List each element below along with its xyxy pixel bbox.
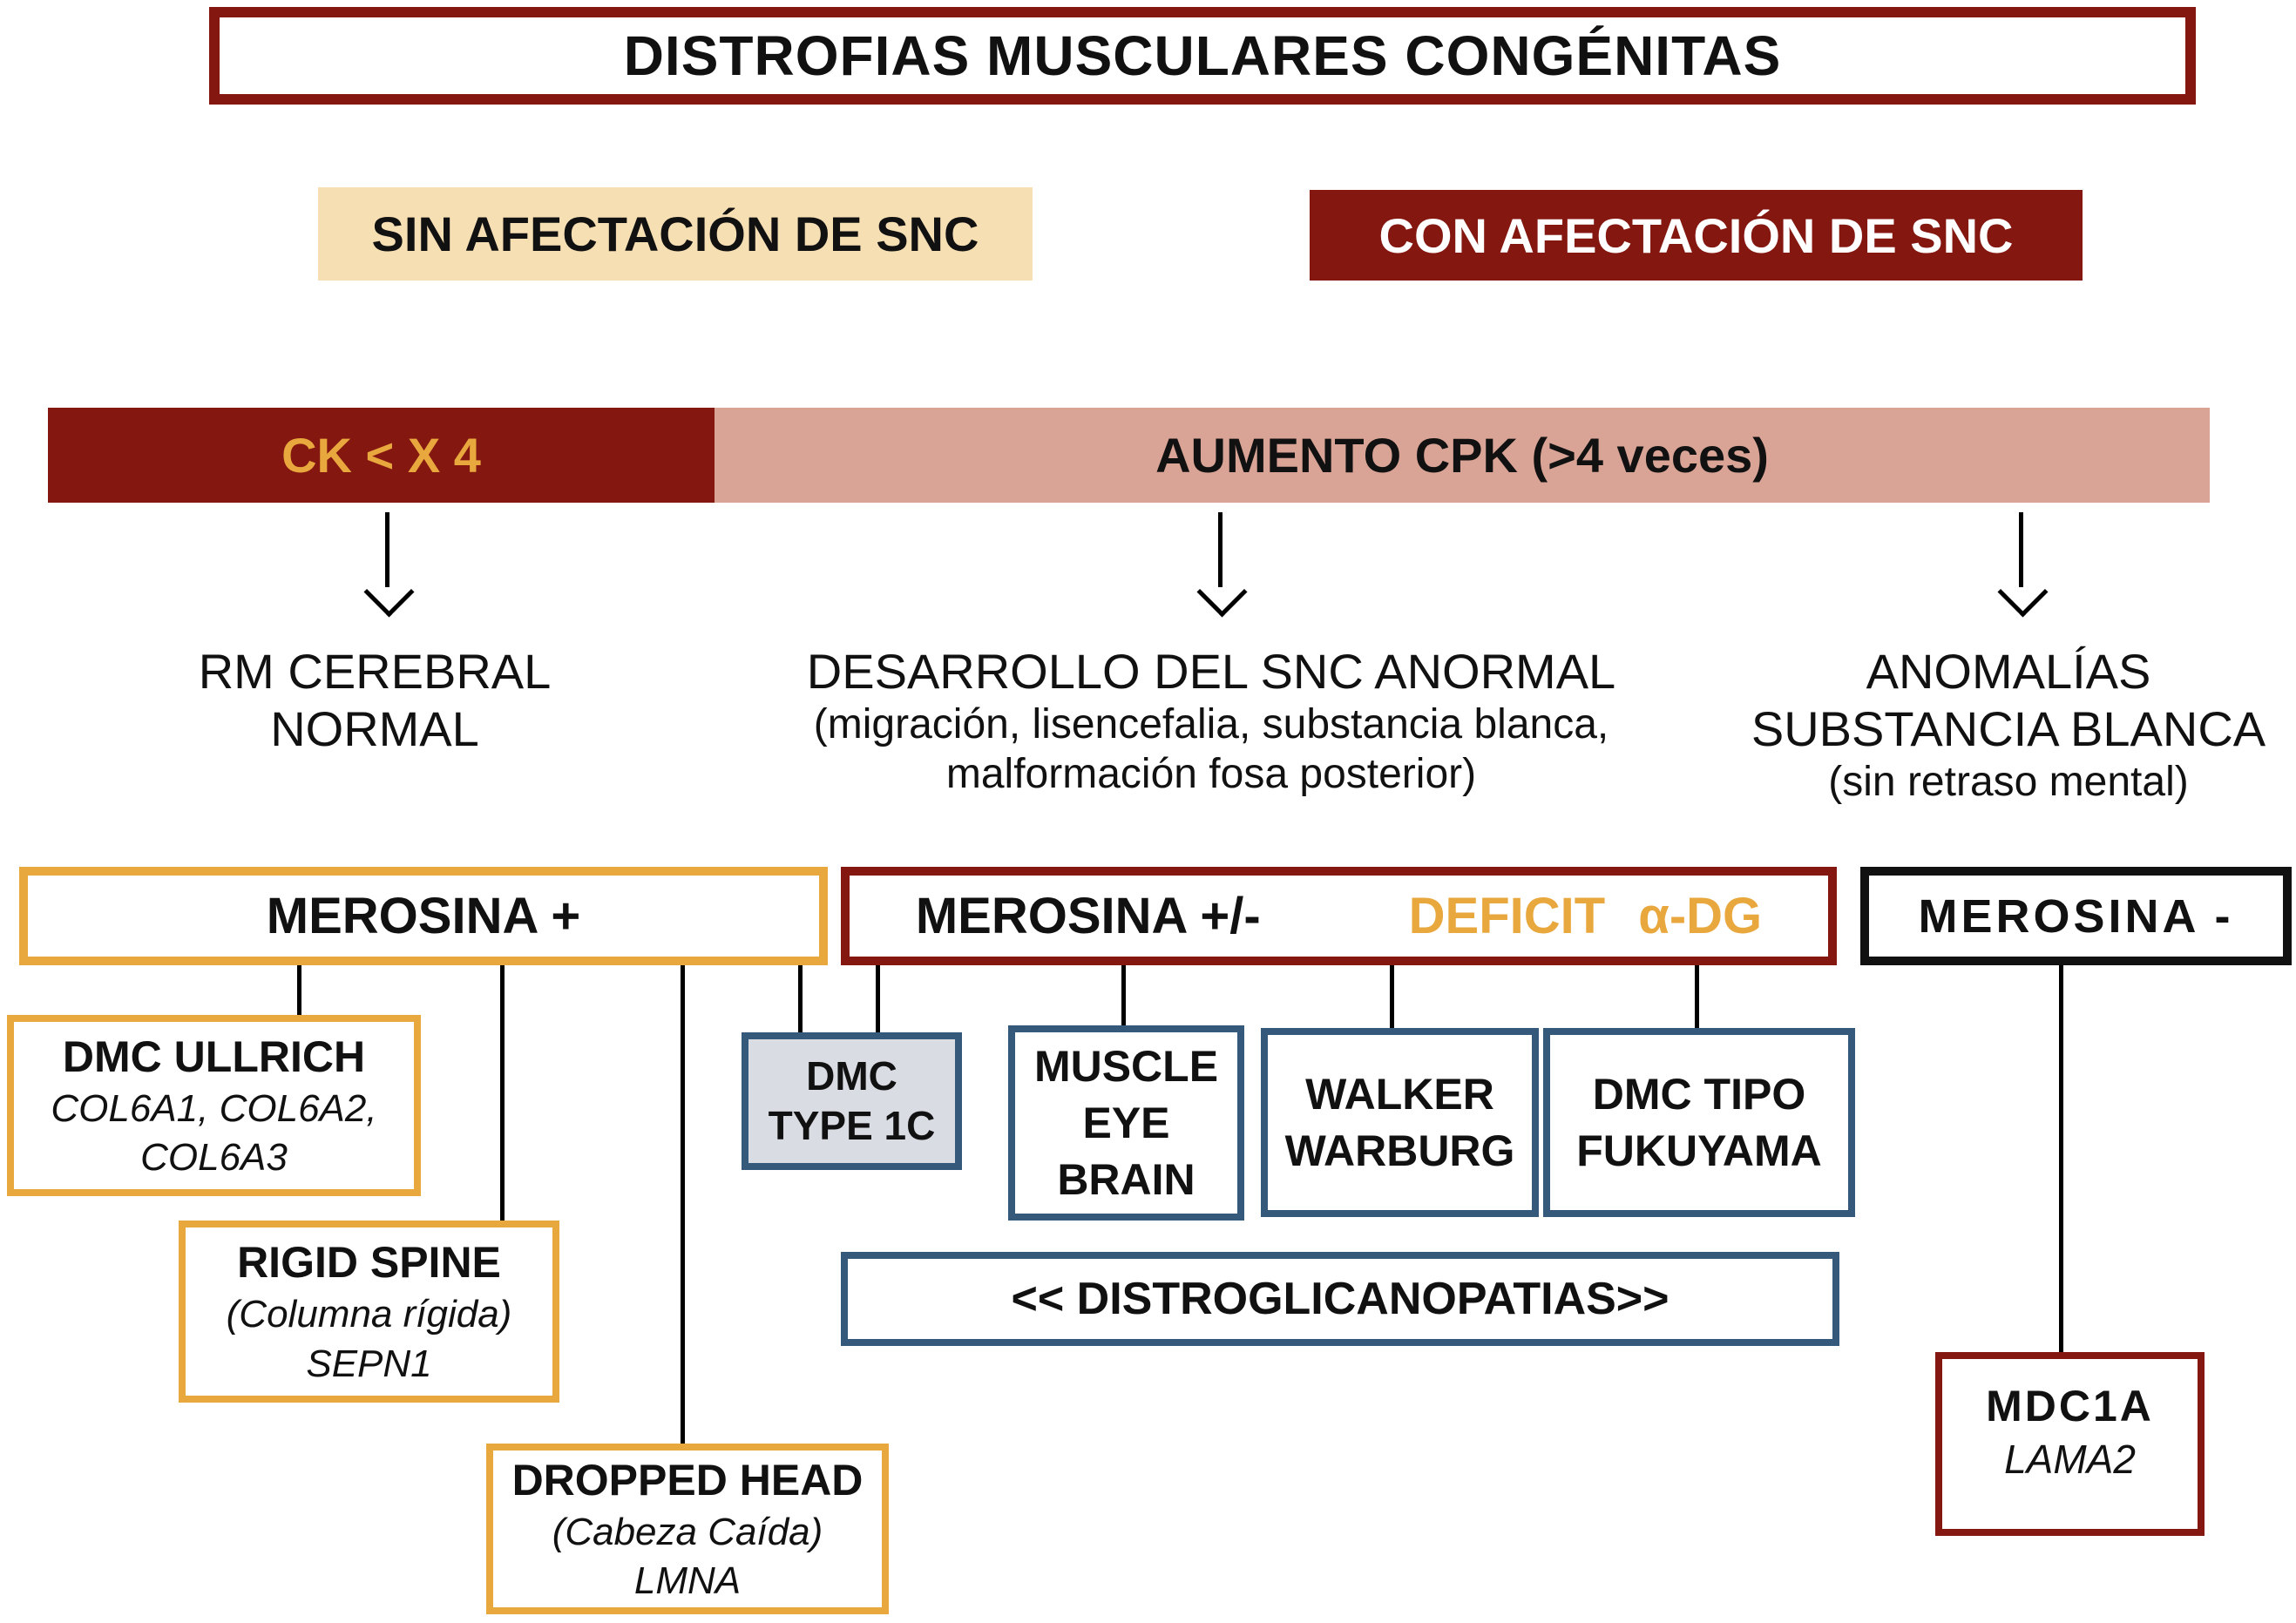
connector-merosina-pm-dmc-type-1c — [876, 965, 880, 1032]
ck-level-bar: CK < X 4 AUMENTO CPK (>4 veces) — [48, 408, 2210, 503]
dmc-type-1c-line2: TYPE 1C — [768, 1103, 936, 1148]
walker-warburg-line2: WARBURG — [1284, 1126, 1515, 1175]
merosina-plus-minus-label: MEROSINA +/- — [915, 888, 1261, 944]
arrow-middle-stem — [1218, 512, 1223, 587]
merosina-minus-label: MEROSINA - — [1918, 889, 2234, 943]
title-box: DISTROFIAS MUSCULARES CONGÉNITAS — [209, 7, 2196, 105]
box-dmc-type-1c: DMC TYPE 1C — [742, 1032, 962, 1170]
box-muscle-eye-brain: MUSCLE EYE BRAIN — [1008, 1025, 1244, 1221]
box-dmc-ullrich: DMC ULLRICH COL6A1, COL6A2, COL6A3 — [7, 1015, 421, 1196]
merosina-plus-label: MEROSINA + — [266, 888, 581, 944]
finding-anomalias-substancia-blanca: ANOMALÍAS SUBSTANCIA BLANCA (sin retraso… — [1721, 643, 2296, 808]
box-rigid-spine: RIGID SPINE (Columna rígida) SEPN1 — [179, 1221, 559, 1403]
dropped-head-gene: LMNA — [633, 1559, 742, 1602]
muscle-eye-brain-line3: BRAIN — [1057, 1154, 1195, 1204]
mdc1a-title: MDC1A — [1986, 1382, 2154, 1431]
arrow-middle-head-icon — [1196, 566, 1248, 618]
con-snc-label: CON AFECTACIÓN DE SNC — [1378, 207, 2014, 263]
ck-high-segment: AUMENTO CPK (>4 veces) — [715, 408, 2210, 503]
mdc1a-gene: LAMA2 — [2004, 1437, 2136, 1483]
ck-low-label: CK < X 4 — [281, 428, 481, 483]
connector-merosina-plus-dmc-type-1c — [798, 965, 803, 1032]
deficit-alpha-dg-label: DEFICIT α-DG — [1409, 887, 1763, 945]
connector-merosina-minus-mdc1a — [2059, 965, 2063, 1352]
muscle-eye-brain-line1: MUSCLE — [1033, 1041, 1219, 1091]
walker-warburg-line1: WALKER — [1305, 1069, 1494, 1119]
box-walker-warburg: WALKER WARBURG — [1261, 1028, 1539, 1217]
connector-merosina-pm-muscle-eye-brain — [1121, 965, 1126, 1025]
fukuyama-line1: DMC TIPO — [1592, 1069, 1806, 1119]
dmc-ullrich-genes-line2: COL6A3 — [140, 1136, 288, 1179]
dropped-head-alias: (Cabeza Caída) — [552, 1510, 823, 1553]
ck-low-segment: CK < X 4 — [48, 408, 715, 503]
box-dmc-tipo-fukuyama: DMC TIPO FUKUYAMA — [1543, 1028, 1855, 1217]
rigid-spine-alias: (Columna rígida) — [226, 1293, 512, 1336]
box-dropped-head: DROPPED HEAD (Cabeza Caída) LMNA — [486, 1444, 889, 1614]
page-title: DISTROFIAS MUSCULARES CONGÉNITAS — [623, 24, 1782, 87]
arrow-left-head-icon — [363, 566, 415, 618]
finding-middle-line1: DESARROLLO DEL SNC ANORMAL — [806, 644, 1616, 699]
dmc-ullrich-title: DMC ULLRICH — [62, 1031, 366, 1081]
finding-desarrollo-snc: DESARROLLO DEL SNC ANORMAL (migración, l… — [693, 643, 1730, 799]
finding-right-line1: ANOMALÍAS — [1866, 644, 2151, 699]
category-merosina-plus-minus: MEROSINA +/- DEFICIT α-DG — [841, 867, 1837, 965]
arrow-right-stem — [2019, 512, 2023, 587]
arrow-left-stem — [385, 512, 389, 587]
box-mdc1a: MDC1A LAMA2 — [1935, 1352, 2205, 1536]
alpha-dg-label: α-DG — [1638, 888, 1763, 944]
connector-merosina-pm-walker-warburg — [1390, 965, 1394, 1028]
finding-right-line2: SUBSTANCIA BLANCA — [1751, 701, 2266, 757]
connector-merosina-plus-ullrich — [297, 965, 301, 1015]
dropped-head-title: DROPPED HEAD — [511, 1455, 864, 1505]
finding-right-line3: (sin retraso mental) — [1828, 759, 2189, 806]
dmc-ullrich-genes-line1: COL6A1, COL6A2, — [51, 1086, 377, 1130]
ck-high-label: AUMENTO CPK (>4 veces) — [1155, 428, 1769, 483]
fukuyama-line2: FUKUYAMA — [1576, 1126, 1822, 1175]
category-merosina-minus: MEROSINA - — [1860, 867, 2292, 965]
finding-middle-line2: (migración, lisencefalia, substancia bla… — [813, 701, 1609, 748]
finding-left-line1: RM CEREBRAL — [198, 644, 552, 699]
box-distroglicanopatias: << DISTROGLICANOPATIAS>> — [841, 1252, 1839, 1346]
distroglicanopatias-label: << DISTROGLICANOPATIAS>> — [1011, 1273, 1670, 1324]
dmc-type-1c-line1: DMC — [806, 1052, 897, 1099]
category-merosina-plus: MEROSINA + — [19, 867, 828, 965]
finding-left-line2: NORMAL — [270, 701, 479, 757]
connector-merosina-plus-rigid-spine — [500, 965, 505, 1221]
finding-rm-cerebral: RM CEREBRAL NORMAL — [87, 643, 662, 758]
header-sin-afectacion-snc: SIN AFECTACIÓN DE SNC — [318, 187, 1033, 281]
muscle-eye-brain-line2: EYE — [1082, 1098, 1170, 1147]
rigid-spine-title: RIGID SPINE — [237, 1238, 501, 1288]
connector-merosina-pm-fukuyama — [1695, 965, 1699, 1028]
deficit-label: DEFICIT — [1408, 888, 1606, 944]
arrow-right-head-icon — [1997, 566, 2049, 618]
rigid-spine-gene: SEPN1 — [306, 1342, 432, 1385]
connector-merosina-plus-dropped-head — [681, 965, 685, 1444]
header-con-afectacion-snc: CON AFECTACIÓN DE SNC — [1310, 190, 2083, 281]
sin-snc-label: SIN AFECTACIÓN DE SNC — [371, 206, 979, 261]
finding-middle-line3: malformación fosa posterior) — [945, 750, 1477, 797]
